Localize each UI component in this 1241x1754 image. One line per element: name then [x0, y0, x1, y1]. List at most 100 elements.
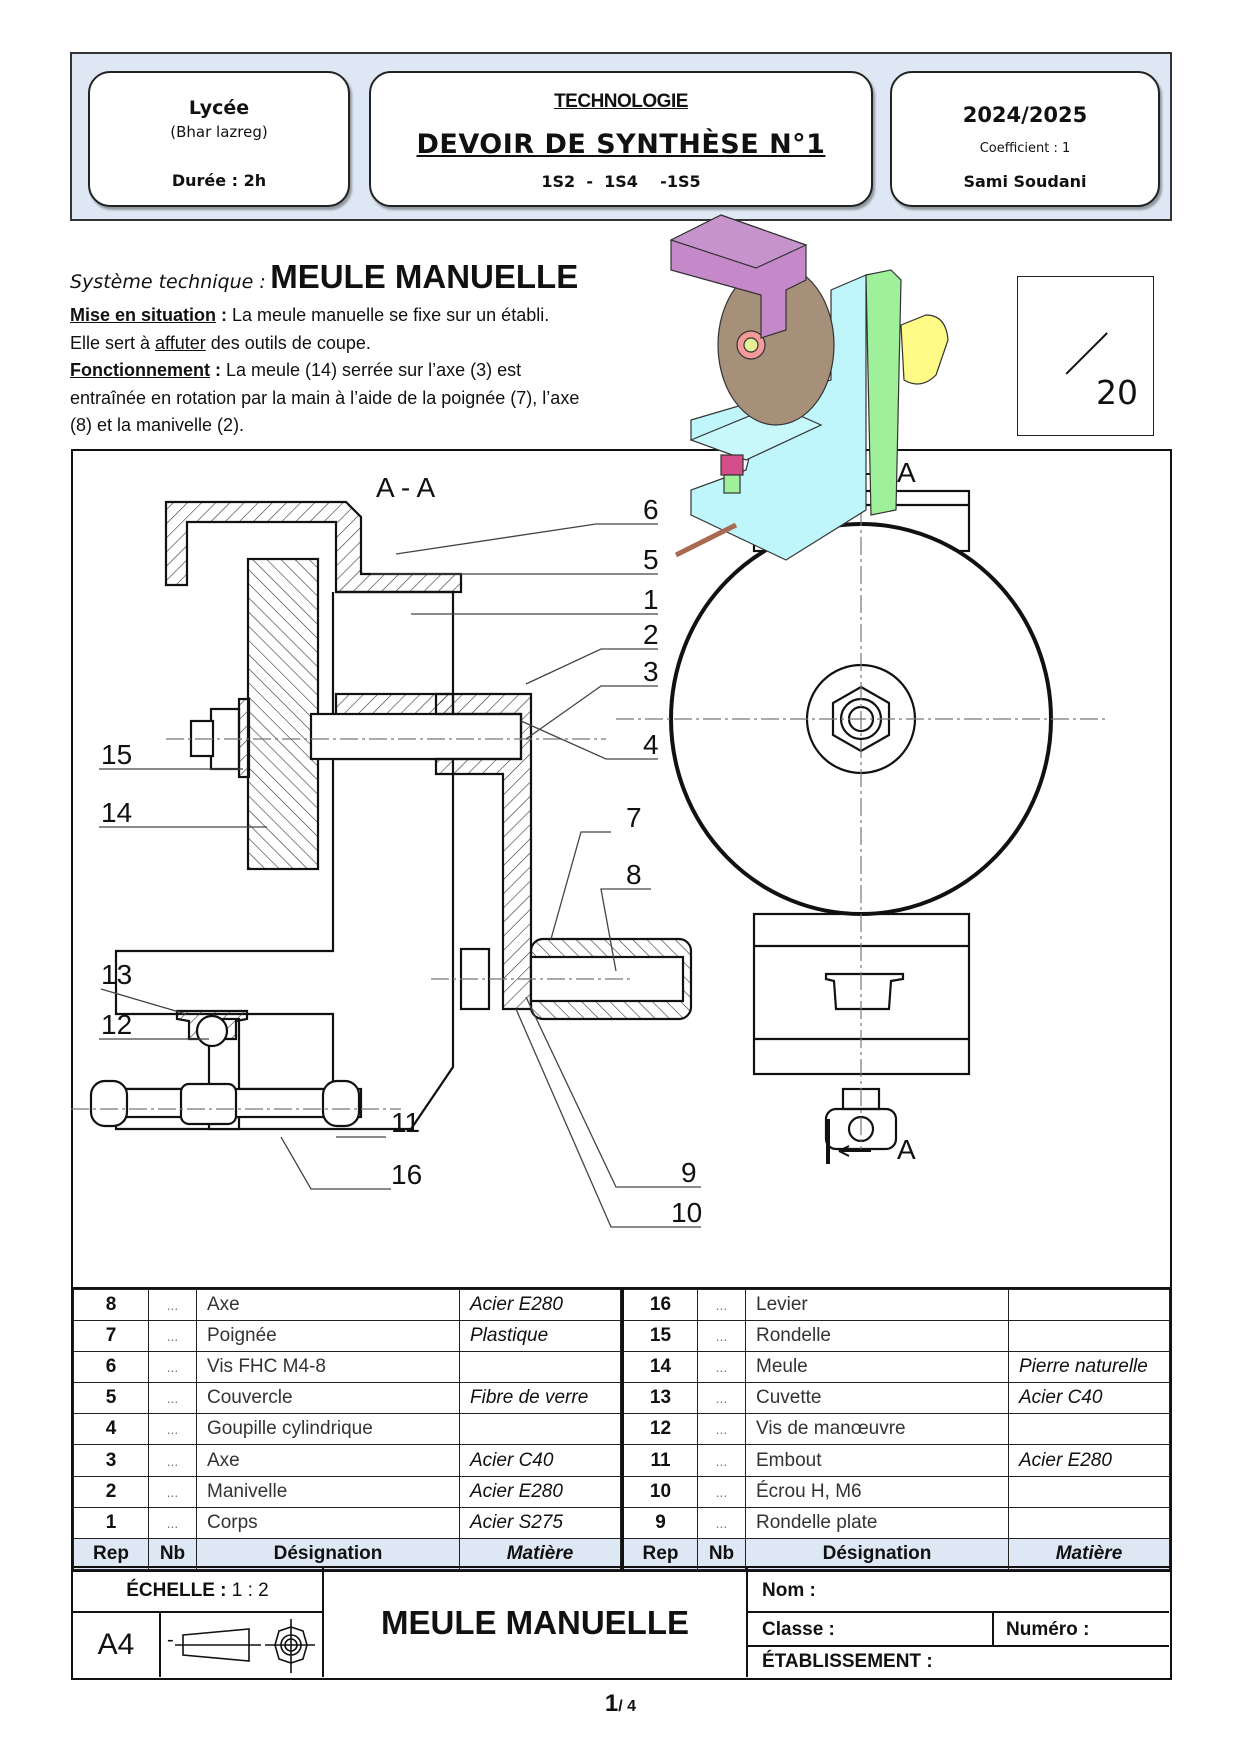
callout-6: 6 [643, 494, 659, 525]
cell-rep: 4 [73, 1413, 149, 1446]
header-material: Matière [459, 1537, 621, 1570]
cell-material [1008, 1413, 1170, 1446]
cell-material: Acier E280 [1008, 1444, 1170, 1477]
exam-title: DEVOIR DE SYNTHÈSE N°1 [371, 129, 871, 160]
table-row: 10...Écrou H, M6 [622, 1475, 1170, 1508]
screw-ball [195, 1014, 229, 1048]
situation-heading: Mise en situation : [70, 305, 227, 325]
callout-15: 15 [101, 739, 132, 770]
coefficient: Coefficient : 1 [979, 141, 1071, 156]
iso-handle [900, 314, 949, 385]
cell-material: Acier E280 [459, 1475, 621, 1508]
callout-10: 10 [671, 1197, 702, 1228]
cell-nb[interactable]: ... [148, 1413, 197, 1446]
cell-material: Acier E280 [459, 1288, 621, 1322]
cell-designation: Écrou H, M6 [745, 1475, 1009, 1508]
cell-designation: Rondelle plate [745, 1506, 1009, 1539]
cell-material: Pierre naturelle [1008, 1351, 1170, 1384]
callout-13: 13 [101, 959, 132, 990]
number-field[interactable]: Numéro : [994, 1613, 1169, 1647]
year-box: 2024/2025 Coefficient : 1 Sami Soudani [890, 71, 1160, 207]
lever-hub [179, 1082, 238, 1126]
cell-nb[interactable]: ... [148, 1475, 197, 1508]
cell-nb[interactable]: ... [697, 1320, 746, 1353]
callout-16: 16 [391, 1159, 422, 1190]
cell-designation: Embout [745, 1444, 1009, 1477]
cell-nb[interactable]: ... [697, 1413, 746, 1446]
cell-nb[interactable]: ... [148, 1288, 197, 1322]
school-field[interactable]: ÉTABLISSEMENT : [762, 1651, 933, 1672]
cell-rep: 2 [73, 1475, 149, 1508]
school-name: (Bhar lazreg) [170, 123, 268, 141]
callout-4: 4 [643, 729, 659, 760]
iso-lever [674, 522, 738, 558]
cell-nb[interactable]: ... [148, 1351, 197, 1384]
cell-nb[interactable]: ... [697, 1444, 746, 1477]
cell-nb[interactable]: ... [148, 1320, 197, 1353]
situation-text-2c: des outils de coupe. [205, 332, 371, 353]
cell-nb[interactable]: ... [697, 1475, 746, 1508]
cell-nb[interactable]: ... [697, 1288, 746, 1322]
cell-rep: 10 [622, 1475, 698, 1508]
situation-text-2a: Elle sert à [70, 332, 156, 353]
cell-material: Acier C40 [459, 1444, 621, 1477]
teacher-name: Sami Soudani [963, 172, 1087, 191]
cell-nb[interactable]: ... [697, 1382, 746, 1415]
drawing-frame [71, 449, 1172, 1289]
projection-prefix: - [167, 1629, 174, 1651]
school-year: 2024/2025 [962, 103, 1088, 127]
cell-material [1008, 1320, 1170, 1353]
callout-9: 9 [681, 1157, 697, 1188]
cell-material: Fibre de verre [459, 1382, 621, 1415]
cell-nb[interactable]: ... [697, 1351, 746, 1384]
cell-rep: 12 [622, 1413, 698, 1446]
cut-label-top: A [897, 457, 916, 488]
scale-value: 1 : 2 [231, 1580, 269, 1601]
exam-title-text: DEVOIR DE SYNTHÈSE N°1 [416, 129, 826, 160]
cell-rep: 5 [73, 1382, 149, 1415]
cell-designation: Axe [196, 1288, 460, 1322]
score-box[interactable]: 20 [1017, 276, 1154, 436]
cell-nb[interactable]: ... [697, 1506, 746, 1539]
callout-11: 11 [391, 1107, 420, 1138]
operation-heading: Fonctionnement : [70, 360, 221, 380]
cell-material: Acier S275 [459, 1506, 621, 1539]
table-row: 4...Goupille cylindrique [73, 1413, 621, 1446]
page-total: / 4 [618, 1698, 637, 1715]
cell-nb[interactable]: ... [148, 1506, 197, 1539]
header-band: Lycée (Bhar lazreg) Durée : 2h TECHNOLOG… [70, 52, 1172, 221]
table-row: 12...Vis de manœuvre [622, 1413, 1170, 1446]
washer [237, 697, 251, 779]
cell-rep: 11 [622, 1444, 698, 1477]
cell-nb[interactable]: ... [148, 1444, 197, 1477]
cell-designation: Couvercle [196, 1382, 460, 1415]
operation-paragraph: Fonctionnement : La meule (14) serrée su… [70, 357, 590, 440]
header-designation: Désignation [745, 1537, 1009, 1570]
subject-text: TECHNOLOGIE [554, 91, 688, 112]
side-cup [824, 972, 905, 1011]
callout-3: 3 [643, 656, 659, 687]
cell-rep: 15 [622, 1320, 698, 1353]
header-nb: Nb [697, 1537, 746, 1570]
table-row: 9...Rondelle plate [622, 1506, 1170, 1539]
situation-colon: : [216, 305, 228, 325]
cell-rep: 3 [73, 1444, 149, 1477]
situation-text-2b: affuter [155, 332, 206, 353]
name-field[interactable]: Nom : [748, 1568, 1169, 1613]
cell-designation: Rondelle [745, 1320, 1009, 1353]
cell-designation: Vis FHC M4-8 [196, 1351, 460, 1384]
projection-symbol: - [161, 1613, 324, 1677]
header-nb: Nb [148, 1537, 197, 1570]
header-material: Matière [1008, 1537, 1170, 1570]
cell-nb[interactable]: ... [148, 1382, 197, 1415]
cell-designation: Levier [745, 1288, 1009, 1322]
class-field[interactable]: Classe : [748, 1613, 994, 1647]
lever-end-right [321, 1079, 361, 1128]
